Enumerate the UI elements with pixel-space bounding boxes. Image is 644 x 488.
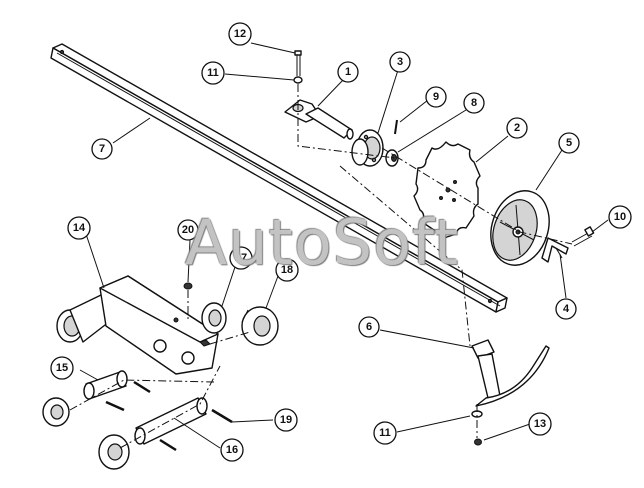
- callout-6: 6: [358, 316, 380, 338]
- part-19-roll-pin: [211, 408, 233, 424]
- svg-text:10: 10: [614, 211, 626, 223]
- part-roll-pin-c: [159, 438, 177, 452]
- svg-text:14: 14: [73, 222, 86, 234]
- callout-12: 12: [228, 22, 252, 46]
- part-13-nut: [474, 438, 482, 446]
- part-17-bushing: [201, 302, 227, 334]
- part-washer-bottom-left: [98, 434, 130, 470]
- svg-text:11: 11: [379, 427, 391, 439]
- callout-14: 14: [67, 216, 91, 240]
- part-5-gauge-wheel: [490, 190, 550, 266]
- part-18-spacer: [241, 306, 279, 346]
- part-1-bracket: [284, 99, 354, 140]
- svg-text:12: 12: [234, 28, 246, 40]
- callout-11-top: 11: [201, 61, 225, 85]
- callout-13: 13: [528, 412, 552, 436]
- part-7-square-bar: [50, 43, 508, 313]
- callout-18: 18: [275, 258, 299, 282]
- callout-2: 2: [506, 117, 528, 139]
- svg-text:19: 19: [280, 414, 292, 426]
- part-washer-left: [42, 397, 70, 427]
- svg-text:11: 11: [207, 67, 219, 79]
- part-20-nut: [183, 282, 193, 320]
- svg-text:3: 3: [397, 56, 403, 68]
- svg-text:18: 18: [281, 264, 293, 276]
- svg-text:9: 9: [433, 91, 439, 103]
- part-roll-pin-b: [105, 400, 125, 412]
- svg-text:2: 2: [514, 122, 520, 134]
- part-4-clip: [541, 237, 569, 263]
- callout-5: 5: [558, 132, 580, 154]
- callout-19: 19: [274, 408, 298, 432]
- part-8-nut: [385, 149, 399, 167]
- part-11-washer-top: [293, 76, 303, 84]
- callout-8: 8: [463, 92, 485, 114]
- svg-text:17: 17: [235, 252, 247, 264]
- callout-7: 7: [91, 138, 113, 160]
- svg-text:13: 13: [534, 418, 546, 430]
- svg-text:16: 16: [226, 444, 238, 456]
- callout-11-bottom: 11: [373, 421, 397, 445]
- callout-17: 17: [229, 246, 253, 270]
- svg-text:7: 7: [99, 143, 105, 155]
- svg-text:1: 1: [345, 66, 351, 78]
- part-6-scraper: [471, 339, 550, 407]
- part-2-notched-disc: [413, 141, 481, 239]
- part-roll-pin-a: [133, 380, 151, 394]
- svg-text:6: 6: [366, 321, 372, 333]
- svg-text:15: 15: [56, 362, 68, 374]
- part-9-pin: [394, 119, 398, 135]
- callout-9: 9: [425, 86, 447, 108]
- callout-3: 3: [389, 51, 411, 73]
- svg-text:8: 8: [471, 97, 477, 109]
- callout-20: 20: [177, 219, 199, 241]
- callout-4: 4: [555, 298, 577, 320]
- part-16-long-shaft: [134, 397, 208, 445]
- part-3-hub: [351, 129, 384, 167]
- part-15-shaft: [83, 370, 128, 400]
- svg-text:5: 5: [566, 137, 572, 149]
- part-12-bolt: [294, 50, 302, 76]
- callout-1: 1: [337, 61, 359, 83]
- callout-15: 15: [50, 356, 74, 380]
- callout-10: 10: [608, 205, 632, 229]
- part-10-bolt: [571, 226, 595, 247]
- leader-lines: [79, 42, 609, 449]
- svg-text:20: 20: [182, 224, 194, 236]
- part-14-arm: [56, 275, 219, 375]
- svg-text:4: 4: [563, 303, 570, 315]
- callout-16: 16: [220, 438, 244, 462]
